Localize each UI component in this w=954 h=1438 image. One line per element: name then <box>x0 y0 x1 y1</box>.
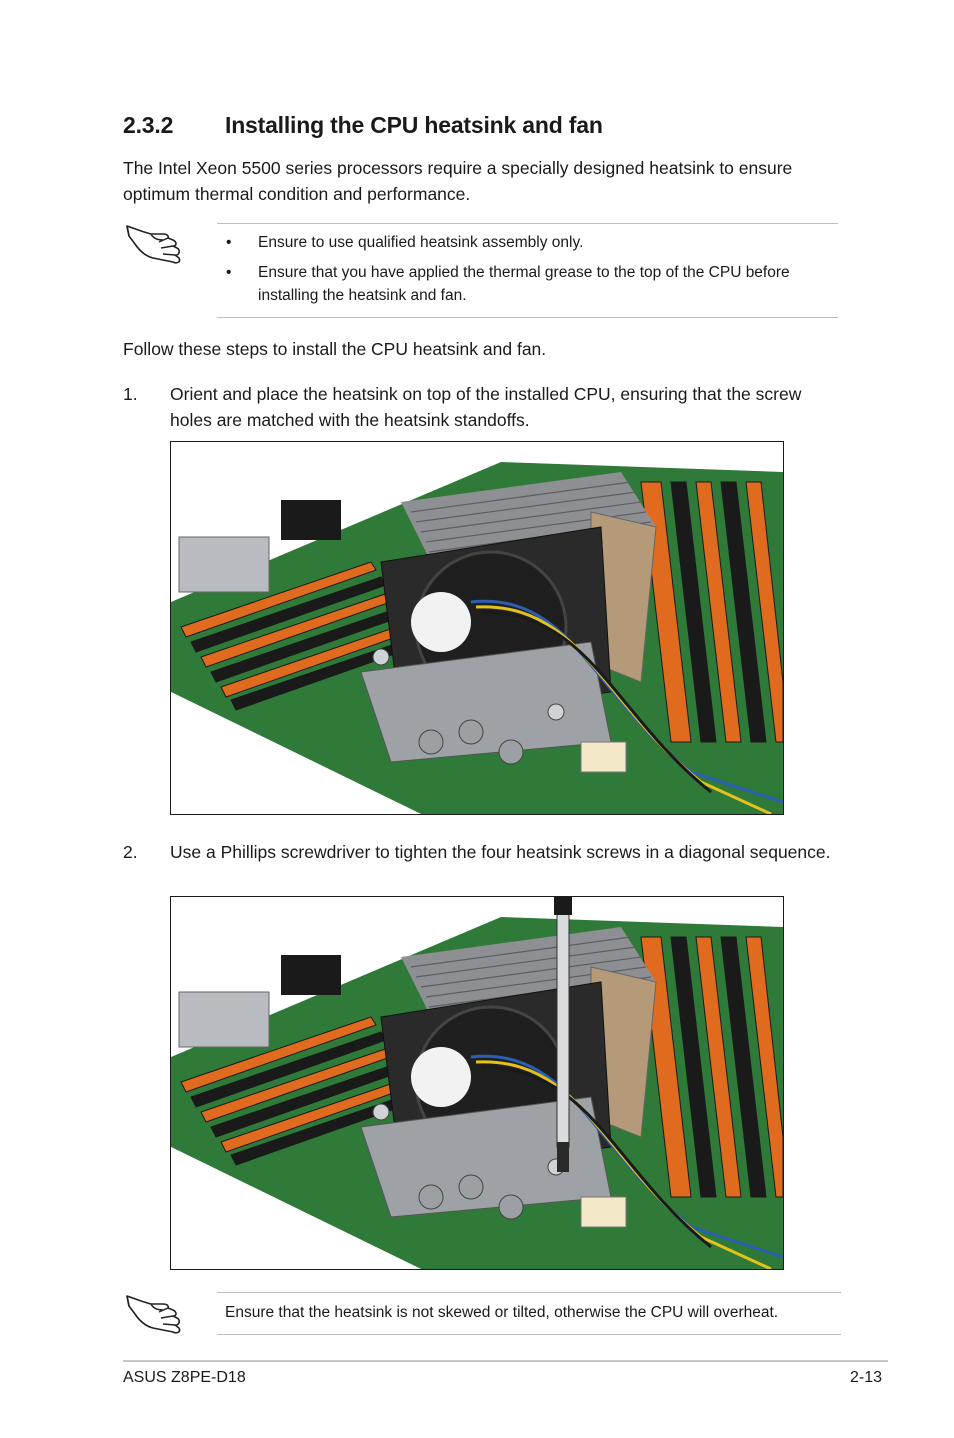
note-list: • Ensure to use qualified heatsink assem… <box>217 231 838 307</box>
step-2: 2. Use a Phillips screwdriver to tighten… <box>123 839 843 865</box>
figure-screwdriver-tighten <box>170 896 784 1270</box>
step-text: Orient and place the heatsink on top of … <box>170 384 802 430</box>
note-box: Ensure that the heatsink is not skewed o… <box>217 1292 841 1335</box>
intro-paragraph: The Intel Xeon 5500 series processors re… <box>123 158 793 204</box>
section-number: 2.3.2 <box>123 112 174 138</box>
follow-paragraph: Follow these steps to install the CPU he… <box>123 339 547 359</box>
step-text: Use a Phillips screwdriver to tighten th… <box>170 842 831 862</box>
note-text: Ensure that the heatsink is not skewed o… <box>225 1304 779 1321</box>
hand-note-icon <box>123 1290 185 1334</box>
section-title: Installing the CPU heatsink and fan <box>225 112 603 138</box>
figure-heatsink-placement <box>170 441 784 815</box>
note-box: • Ensure to use qualified heatsink assem… <box>217 223 838 318</box>
step-number: 2. <box>123 842 138 862</box>
note-item: • Ensure to use qualified heatsink assem… <box>226 234 584 251</box>
step-1: 1. Orient and place the heatsink on top … <box>123 381 843 433</box>
footer-rule <box>123 1360 888 1362</box>
note-item: • Ensure that you have applied the therm… <box>226 264 790 304</box>
section-heading: 2.3.2 Installing the CPU heatsink and fan <box>123 112 603 139</box>
step-number: 1. <box>123 384 138 404</box>
footer-page-number: 2-13 <box>850 1369 883 1386</box>
footer-product: ASUS Z8PE-D18 <box>123 1369 246 1386</box>
hand-note-icon <box>123 220 185 264</box>
